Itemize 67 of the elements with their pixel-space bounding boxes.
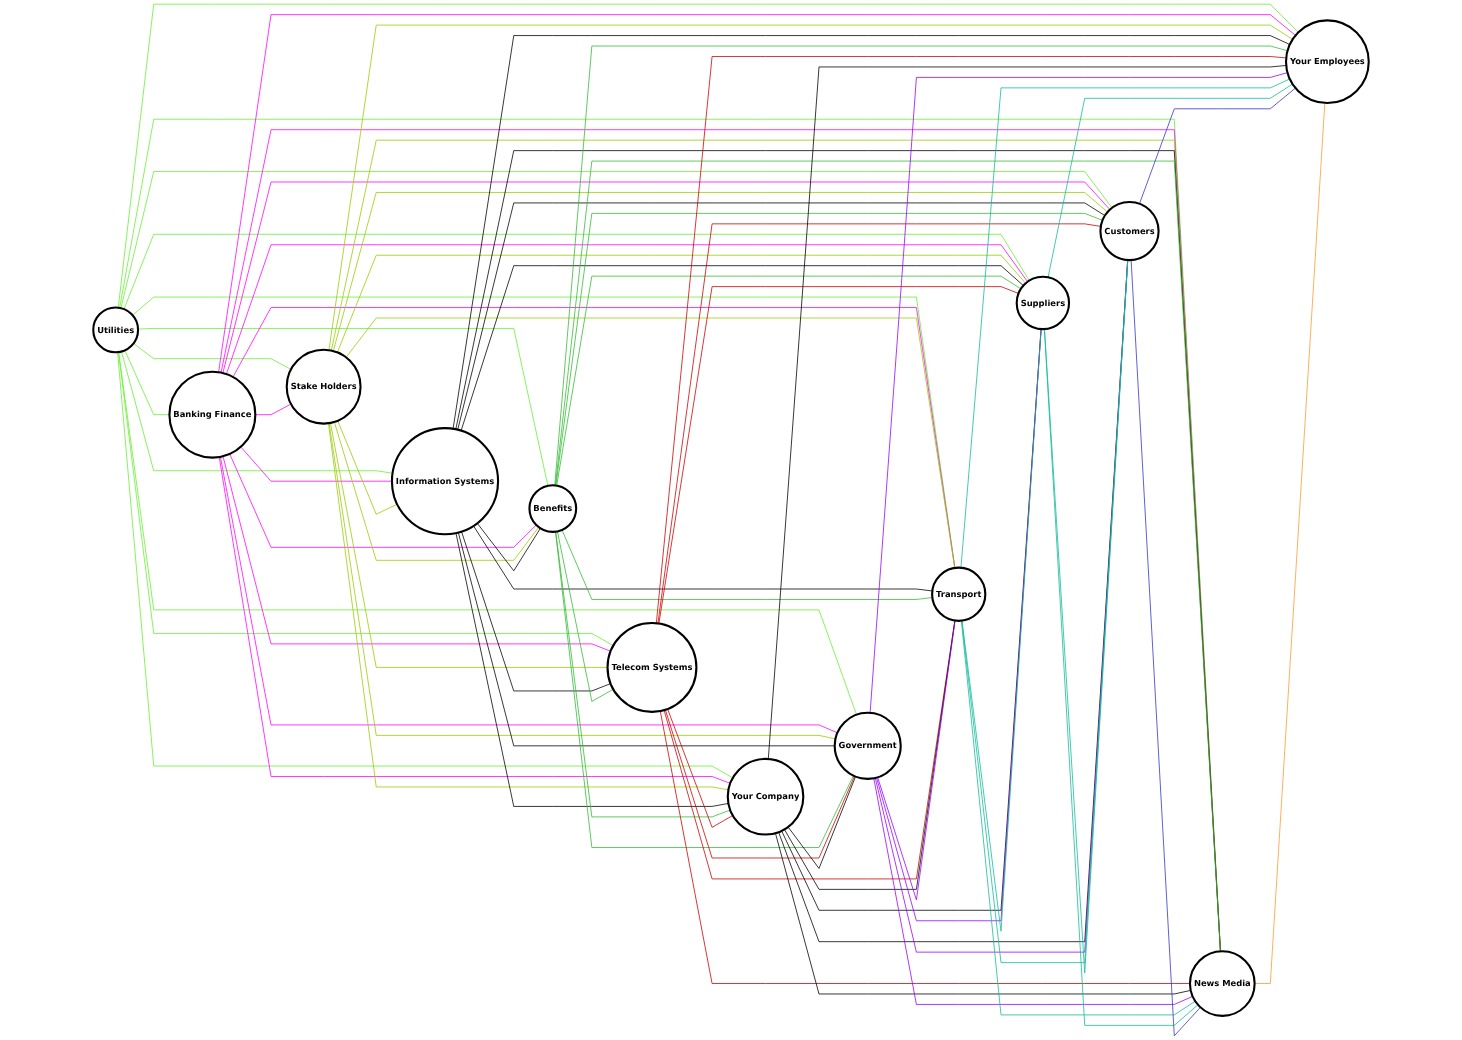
connector [667, 708, 734, 828]
connector [328, 422, 729, 791]
connector [555, 531, 854, 848]
connector [555, 213, 1103, 486]
connector [784, 620, 956, 890]
connector [658, 286, 1019, 624]
connector [254, 403, 292, 416]
connector [663, 620, 956, 880]
connector [345, 317, 956, 569]
connector [473, 525, 933, 592]
connector [1130, 259, 1201, 1037]
connector [240, 446, 393, 482]
connector [117, 351, 734, 779]
connector [332, 192, 1108, 352]
connector [554, 45, 1288, 486]
connector [561, 529, 933, 600]
connector [328, 422, 836, 740]
connector [1044, 259, 1129, 974]
connector [461, 531, 611, 692]
connector [222, 181, 1111, 374]
connector [873, 777, 1194, 1005]
connector [333, 421, 540, 561]
connector [787, 776, 856, 869]
connector [120, 171, 1113, 309]
connector [460, 265, 1024, 432]
connector [775, 832, 1192, 995]
connector [328, 24, 1293, 351]
connector [452, 35, 1291, 430]
connector [961, 620, 1196, 1016]
connector [664, 709, 855, 859]
connector [336, 254, 1026, 353]
connector [555, 531, 731, 818]
connector [219, 456, 838, 734]
connector [124, 349, 170, 416]
connector [133, 343, 292, 370]
connector [960, 78, 1291, 569]
connector [218, 456, 731, 784]
connector [137, 328, 549, 487]
connector [659, 710, 1191, 984]
connector [123, 233, 1030, 310]
connector [121, 351, 393, 474]
connector [767, 65, 1287, 760]
connector [132, 296, 956, 569]
connector [1139, 87, 1296, 205]
connector [457, 202, 1106, 431]
connector [556, 275, 1022, 486]
connector [961, 328, 1042, 932]
connector [655, 56, 1287, 624]
connector [869, 72, 1288, 714]
connector [226, 244, 1028, 375]
connector [117, 3, 1299, 309]
connector [222, 455, 611, 652]
connector [557, 531, 614, 702]
connector [1254, 102, 1326, 984]
connector [118, 351, 614, 646]
connector [657, 223, 1102, 624]
connector [330, 422, 608, 668]
connector [1047, 83, 1293, 278]
connector [229, 453, 537, 548]
connector [218, 14, 1296, 373]
connector [455, 532, 729, 807]
connector [1044, 328, 1199, 1026]
connector [337, 420, 398, 515]
connector [232, 307, 956, 569]
connector [877, 620, 956, 901]
connector [118, 351, 857, 716]
connector [457, 532, 836, 747]
